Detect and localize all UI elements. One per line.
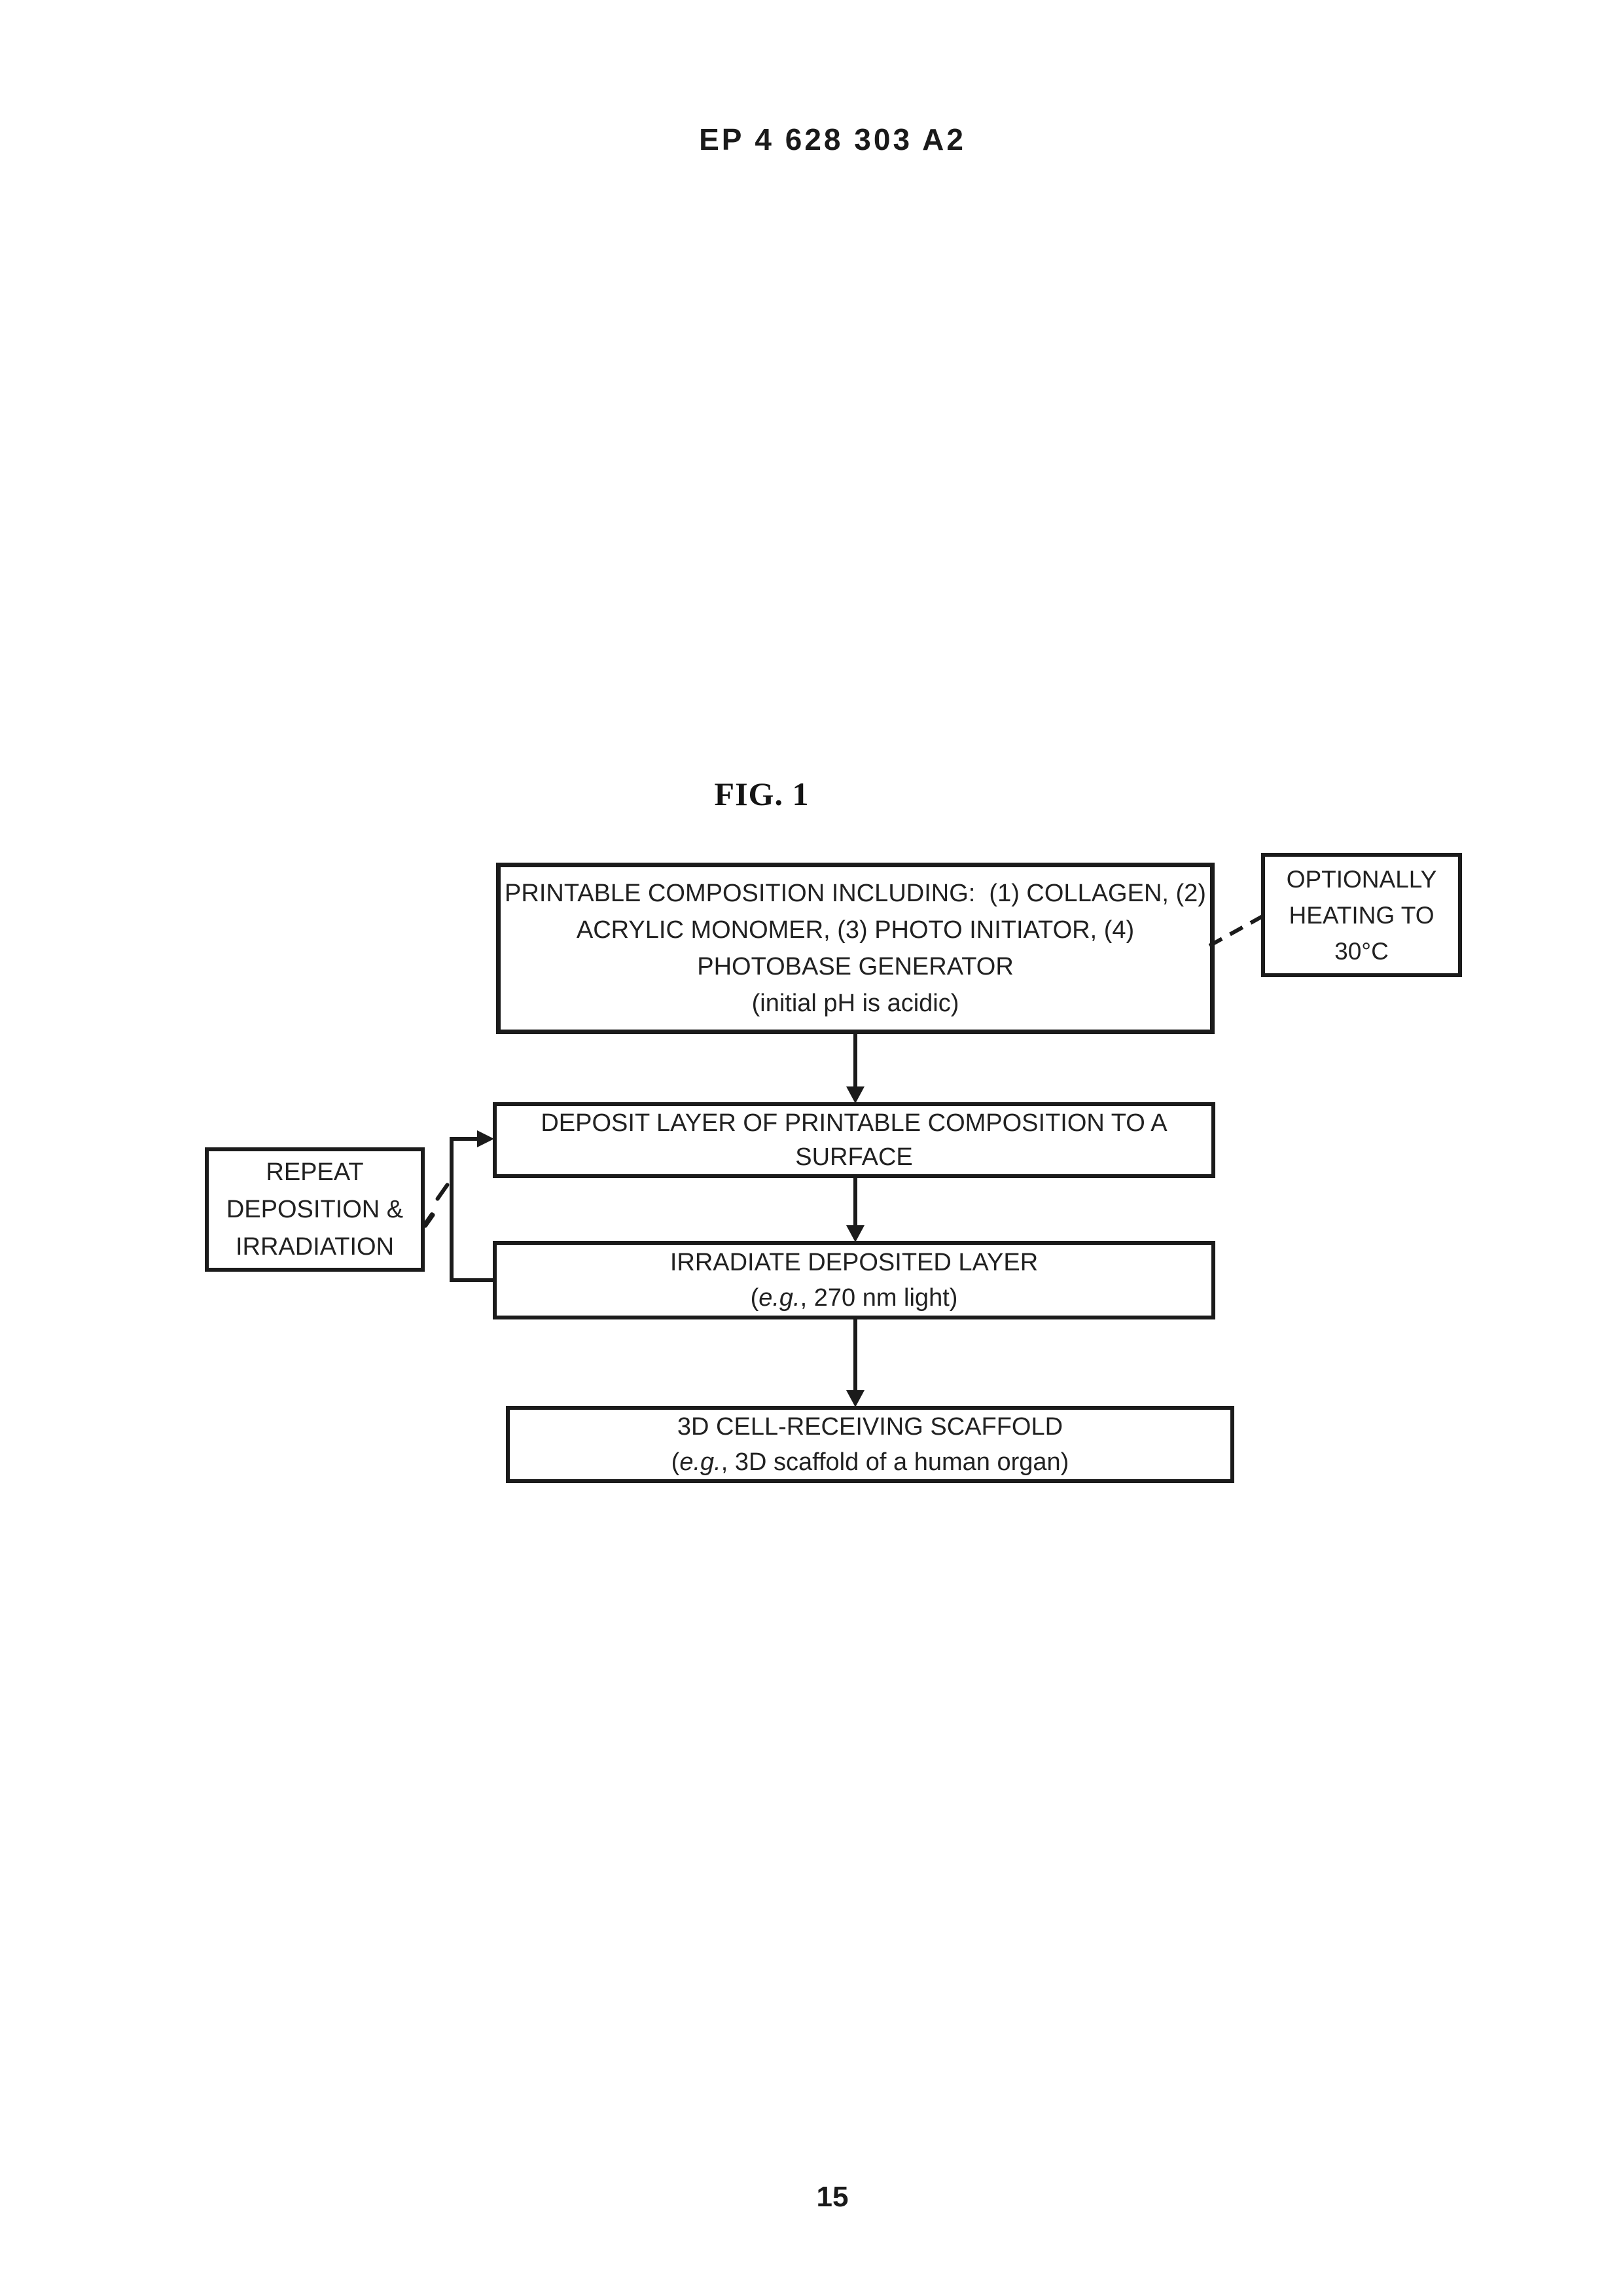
repeat-deposition-box: REPEAT DEPOSITION & IRRADIATION bbox=[205, 1147, 425, 1272]
repeat-line-1: REPEAT bbox=[266, 1158, 364, 1186]
deposit-layer-box: DEPOSIT LAYER OF PRINTABLE COMPOSITION T… bbox=[493, 1102, 1215, 1178]
deposit-layer-line-2: SURFACE bbox=[795, 1143, 913, 1171]
printable-composition-line-3: PHOTOBASE GENERATOR bbox=[697, 953, 1014, 980]
irradiate-layer-box: IRRADIATE DEPOSITED LAYER (e.g., 270 nm … bbox=[493, 1241, 1215, 1319]
figure-label: FIG. 1 bbox=[714, 776, 810, 812]
printable-composition-line-1: PRINTABLE COMPOSITION INCLUDING: (1) COL… bbox=[505, 880, 1206, 907]
optional-heating-line-2: HEATING TO bbox=[1289, 901, 1435, 929]
irradiate-line-1: IRRADIATE DEPOSITED LAYER bbox=[669, 1249, 1039, 1276]
arrowhead-deposit-to-irradiate bbox=[846, 1225, 865, 1242]
printable-composition-line-4: (initial pH is acidic) bbox=[751, 990, 959, 1017]
dashed-connector-repeat-1 bbox=[435, 1182, 450, 1202]
repeat-line-3: IRRADIATION bbox=[235, 1232, 395, 1261]
arrowhead-printable-to-deposit bbox=[846, 1086, 865, 1103]
scaffold-box: 3D CELL-RECEIVING SCAFFOLD (e.g., 3D sca… bbox=[506, 1406, 1234, 1483]
scaffold-line-2-post: , 3D scaffold of a human organ) bbox=[721, 1448, 1069, 1476]
arrowhead-irradiate-to-scaffold bbox=[846, 1390, 865, 1407]
optional-heating-line-1: OPTIONALLY bbox=[1286, 865, 1437, 893]
connector-irradiate-to-scaffold bbox=[853, 1319, 857, 1393]
arrowhead-loop-to-deposit bbox=[477, 1130, 494, 1147]
optional-heating-line-3: 30°C bbox=[1334, 937, 1389, 965]
printable-composition-box: PRINTABLE COMPOSITION INCLUDING: (1) COL… bbox=[496, 863, 1215, 1034]
scaffold-line-2-pre: ( bbox=[671, 1448, 680, 1476]
irradiate-line-2: (e.g., 270 nm light) bbox=[751, 1280, 958, 1316]
loop-line-top bbox=[450, 1137, 478, 1141]
irradiate-line-2-pre: ( bbox=[750, 1284, 759, 1312]
dashed-connector-optional-heating bbox=[1208, 914, 1263, 948]
optional-heating-box: OPTIONALLY HEATING TO 30°C bbox=[1261, 853, 1462, 977]
deposit-layer-line-1: DEPOSIT LAYER OF PRINTABLE COMPOSITION T… bbox=[541, 1109, 1168, 1137]
scaffold-line-2: (e.g., 3D scaffold of a human organ) bbox=[671, 1444, 1069, 1480]
document-header: EP 4 628 303 A2 bbox=[699, 122, 966, 156]
printable-composition-line-2: ACRYLIC MONOMER, (3) PHOTO INITIATOR, (4… bbox=[576, 916, 1135, 944]
irradiate-line-2-italic: e.g. bbox=[758, 1284, 800, 1312]
scaffold-line-1: 3D CELL-RECEIVING SCAFFOLD bbox=[677, 1413, 1063, 1441]
loop-line-vertical bbox=[450, 1137, 454, 1282]
repeat-line-2: DEPOSITION & bbox=[226, 1195, 404, 1223]
page-number: 15 bbox=[816, 2181, 849, 2213]
connector-printable-to-deposit bbox=[853, 1034, 857, 1090]
loop-line-bottom bbox=[450, 1278, 493, 1282]
connector-deposit-to-irradiate bbox=[853, 1178, 857, 1228]
scaffold-line-2-italic: e.g. bbox=[679, 1448, 721, 1476]
irradiate-line-2-post: , 270 nm light) bbox=[800, 1284, 958, 1312]
